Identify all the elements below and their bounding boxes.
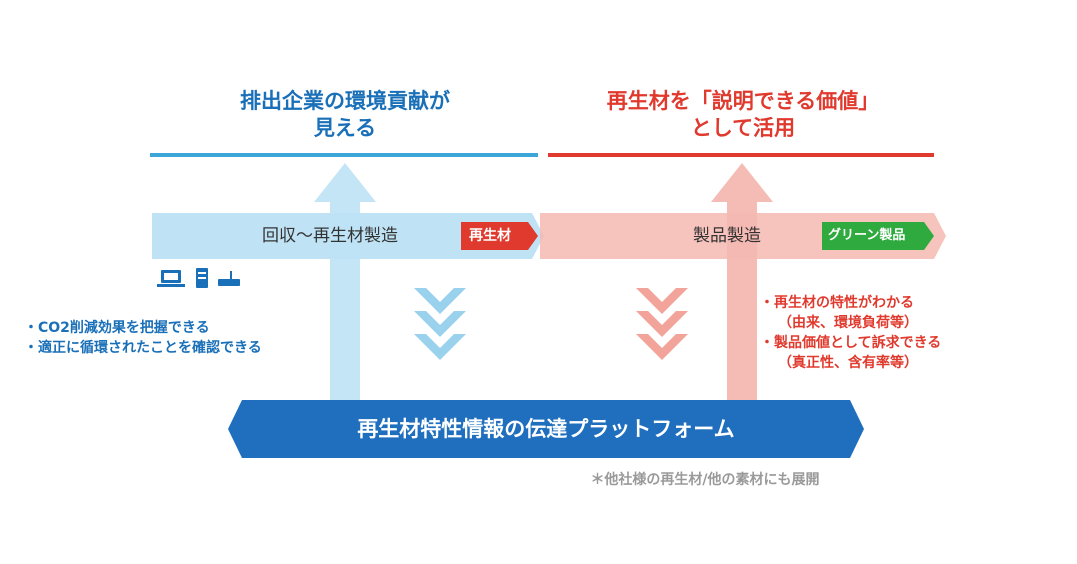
right-heading-underline [548, 153, 934, 157]
right-benefit-item: ・製品価値として訴求できる [760, 335, 942, 351]
right-benefits-list: ・再生材の特性がわかる （由来、環境負荷等） ・製品価値として訴求できる （真正… [760, 293, 941, 373]
right-heading-line-2: として活用 [690, 116, 796, 140]
right-heading-line-1: 再生材を「説明できる価値」 [606, 89, 880, 113]
platform-label: 再生材特性情報の伝達プラットフォーム [357, 417, 735, 441]
left-heading-line-2: 見える [313, 116, 377, 140]
recycling-process-label: 回収～再生材製造 [262, 226, 398, 246]
right-heading: 再生材を「説明できる価値」 として活用 [548, 88, 938, 142]
manufacturing-process-label: 製品製造 [693, 226, 761, 246]
green-product-badge-shape [822, 222, 934, 250]
server-icon [196, 268, 208, 288]
left-benefit-item: ・CO2削減効果を把握できる [24, 320, 210, 336]
right-benefit-item: ・再生材の特性がわかる [760, 295, 914, 311]
right-up-arrow [711, 163, 773, 410]
left-heading-line-1: 排出企業の環境貢献が [240, 89, 450, 113]
recycled-material-badge: 再生材 [469, 228, 511, 244]
right-benefit-detail: （真正性、含有率等） [778, 355, 918, 371]
router-icon [218, 271, 240, 286]
right-down-chevrons-icon [636, 288, 688, 360]
footnote: ＊他社様の再生材/他の素材にも展開 [590, 472, 820, 488]
left-heading: 排出企業の環境貢献が 見える [150, 88, 540, 142]
right-benefit-detail: （由来、環境負荷等） [778, 315, 918, 331]
platform-banner [228, 400, 864, 458]
green-product-badge: グリーン製品 [828, 228, 906, 243]
laptop-icon [157, 270, 185, 287]
left-down-chevrons-icon [414, 288, 466, 360]
recycled-material-badge-shape [461, 222, 538, 250]
left-benefit-item: ・適正に循環されたことを確認できる [24, 340, 262, 356]
left-up-arrow [314, 163, 376, 410]
left-heading-underline [150, 153, 538, 157]
left-benefits-list: ・CO2削減効果を把握できる ・適正に循環されたことを確認できる [24, 318, 262, 358]
